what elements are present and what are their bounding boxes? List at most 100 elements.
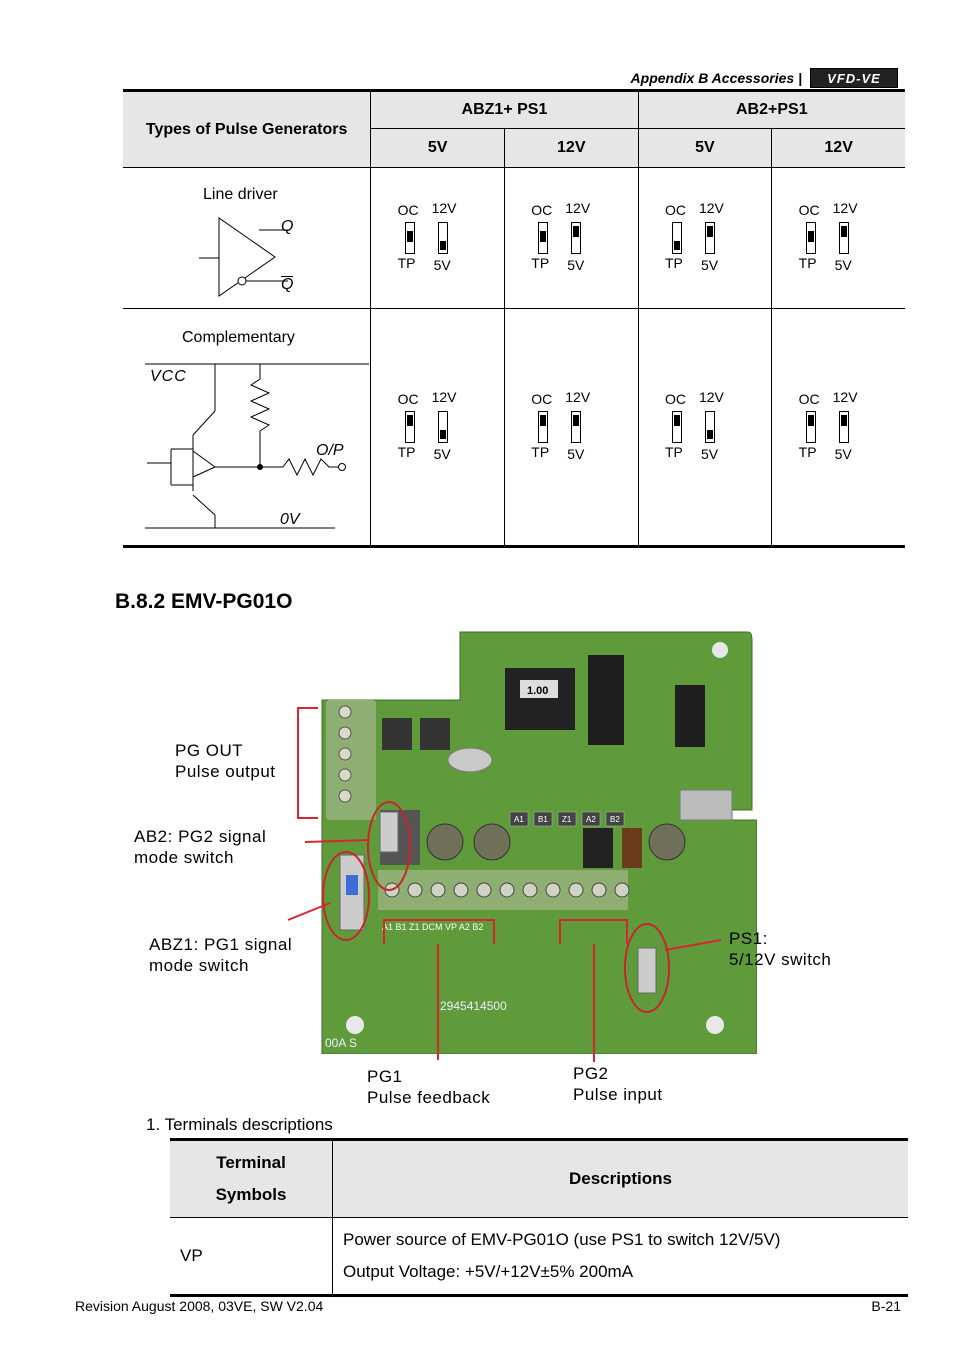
pg2-title: PG2: [573, 1064, 609, 1083]
callout-abz1-switch: ABZ1: PG1 signal mode switch: [149, 934, 292, 976]
tp-label: TP: [664, 444, 683, 460]
v12-label: 12V: [431, 200, 457, 216]
term-a2: A2: [586, 815, 596, 824]
qbar-label: Q: [281, 276, 294, 293]
serial-text: 2945414500: [440, 999, 507, 1013]
v12-label: 12V: [832, 200, 858, 216]
v5-label: 5V: [433, 257, 451, 273]
voltage-switch: [437, 411, 448, 443]
complementary-cell: Complementary: [123, 308, 372, 548]
terminal-silk: A1 B1 Z1 DCM VP A2 B2: [382, 922, 483, 932]
switch-cell: OC 12V TP 5V: [637, 167, 773, 309]
voltage-switch: [838, 411, 849, 443]
header-section: Appendix B Accessories |: [630, 70, 802, 86]
switch-cell: OC 12V TP 5V: [503, 167, 639, 309]
v12-label: 12V: [565, 200, 591, 216]
footer-page-number: B-21: [871, 1298, 901, 1314]
header-line-2: Symbols: [215, 1185, 287, 1204]
voltage-switch: [704, 411, 715, 443]
voltage-switch: [704, 222, 715, 254]
callout-ab2-switch: AB2: PG2 signal mode switch: [134, 826, 266, 868]
term-a1: A1: [514, 815, 524, 824]
mode-switch: [538, 222, 549, 254]
term-b2: B2: [610, 815, 620, 824]
callout-ps1-switch: PS1: 5/12V switch: [729, 928, 831, 970]
tp-label: TP: [531, 444, 550, 460]
sub-header: 12V: [771, 128, 905, 168]
abz1-desc: mode switch: [149, 956, 249, 975]
tp-label: TP: [798, 255, 817, 271]
line-driver-symbol: [199, 217, 288, 297]
v5-label: 5V: [700, 257, 719, 273]
pg1-title: PG1: [367, 1067, 403, 1086]
mode-switch: [805, 411, 816, 443]
board-mark: 00A S: [325, 1036, 357, 1050]
line-driver-cell: Line driver Q Q: [123, 167, 372, 309]
abz1-title: ABZ1: PG1 signal: [149, 935, 293, 954]
pg-out-title: PG OUT: [175, 741, 244, 760]
line-driver-label: Line driver: [203, 186, 278, 203]
section-title: B.8.2 EMV-PG01O: [115, 590, 293, 613]
group-ab2-header: AB2+PS1: [637, 89, 905, 129]
mode-switch: [671, 222, 682, 254]
tp-label: TP: [397, 444, 416, 460]
switch-diagram: OC 12V TP 5V: [388, 389, 488, 469]
tp-label: TP: [397, 255, 416, 271]
desc-line-1: Power source of EMV-PG01O (use PS1 to sw…: [343, 1230, 781, 1249]
oc-label: OC: [531, 391, 553, 407]
terminals-table: Terminal Symbols Descriptions VP Power s…: [170, 1138, 908, 1297]
pg2-desc: Pulse input: [573, 1085, 663, 1104]
switch-cell: OC 12V TP 5V: [637, 308, 773, 548]
complementary-label: Complementary: [182, 329, 295, 346]
oc-label: OC: [397, 202, 419, 218]
pulse-generator-table: Types of Pulse Generators ABZ1+ PS1 AB2+…: [123, 89, 905, 548]
tp-label: TP: [798, 444, 817, 460]
terminal-symbols-header: Terminal Symbols: [170, 1139, 333, 1218]
v12-label: 12V: [565, 389, 591, 405]
sub-header: 5V: [637, 128, 773, 168]
desc-line-2: Output Voltage: +5V/+12V±5% 200mA: [343, 1262, 634, 1281]
v12-label: 12V: [832, 389, 858, 405]
voltage-switch: [838, 222, 849, 254]
v5-label: 5V: [567, 446, 585, 462]
switch-cell: OC 12V TP 5V: [370, 308, 505, 548]
switch-diagram: OC 12V TP 5V: [655, 389, 755, 469]
oc-label: OC: [531, 202, 553, 218]
op-label: O/P: [316, 442, 344, 459]
ab2-title: AB2: PG2 signal: [134, 827, 267, 846]
switch-diagram: OC 12V TP 5V: [789, 389, 889, 469]
group-abz1-header: ABZ1+ PS1: [370, 89, 639, 129]
ab2-desc: mode switch: [134, 848, 234, 867]
terminal-description: Power source of EMV-PG01O (use PS1 to sw…: [332, 1217, 908, 1296]
switch-diagram: OC 12V TP 5V: [388, 200, 488, 280]
sub-header: 12V: [503, 128, 639, 168]
tp-label: TP: [531, 255, 550, 271]
footer-revision: Revision August 2008, 03VE, SW V2.04: [75, 1298, 324, 1314]
pg1-desc: Pulse feedback: [367, 1088, 491, 1107]
v12-label: 12V: [698, 389, 724, 405]
term-z1: Z1: [562, 815, 572, 824]
mode-switch: [404, 411, 415, 443]
v12-label: 12V: [431, 389, 457, 405]
switch-diagram: OC 12V TP 5V: [521, 200, 621, 280]
descriptions-header: Descriptions: [332, 1139, 908, 1218]
switch-cell: OC 12V TP 5V: [503, 308, 639, 548]
pcb-board-image: 1.00 2945414500 00A S A1 B1 Z1 DCM VP A2…: [321, 631, 757, 1054]
zero-v-label: 0V: [280, 511, 300, 528]
v5-label: 5V: [433, 446, 451, 462]
q-label: Q: [281, 218, 294, 235]
callout-pg1: PG1 Pulse feedback: [367, 1066, 490, 1108]
v12-label: 12V: [698, 200, 724, 216]
v5-label: 5V: [834, 257, 852, 273]
terminal-symbol: VP: [170, 1217, 333, 1296]
v5-label: 5V: [700, 446, 719, 462]
vcc-label: VCC: [150, 368, 187, 385]
header-line-1: Terminal: [216, 1153, 286, 1172]
mode-switch: [805, 222, 816, 254]
brand-logo: VFD-VE: [810, 68, 898, 88]
switch-diagram: OC 12V TP 5V: [655, 200, 755, 280]
v5-label: 5V: [567, 257, 585, 273]
voltage-switch: [437, 222, 448, 254]
terminals-heading: 1. Terminals descriptions: [146, 1115, 333, 1134]
